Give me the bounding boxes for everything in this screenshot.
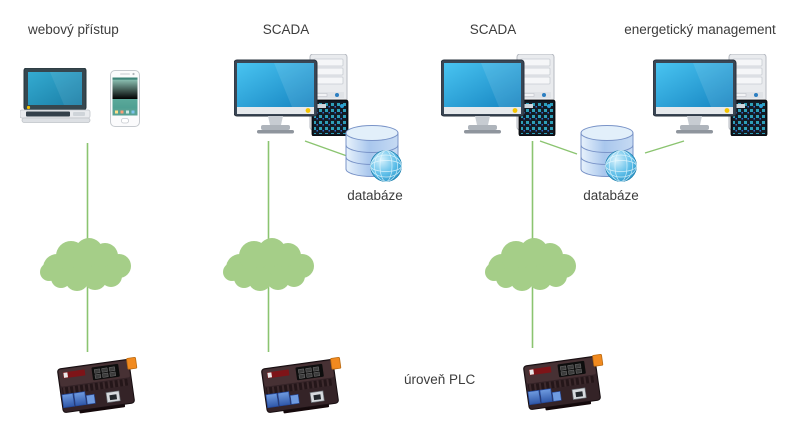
control-keypad-icon: [518, 99, 556, 136]
label-energy-management: energetický management: [624, 22, 776, 37]
monitor-icon: [234, 59, 318, 134]
label-scada-1: SCADA: [262, 22, 310, 37]
label-database-1: databáze: [347, 188, 403, 203]
line-scada1-to-db1: [304, 140, 348, 157]
line-energy-to-db2: [644, 140, 685, 154]
monitor-icon: [653, 59, 737, 134]
label-web-access: webový přístup: [28, 22, 119, 37]
label-scada-2: SCADA: [469, 22, 517, 37]
cloud-icon-3: [485, 238, 576, 291]
control-keypad-icon: [730, 99, 768, 136]
label-plc-level: úroveň PLC: [404, 372, 476, 387]
control-keypad-icon: [311, 99, 349, 136]
workstation-icon-scada-1: [234, 54, 349, 136]
workstation-icon-energy: [653, 54, 768, 136]
line-scada2-to-db2: [539, 140, 578, 155]
database-globe-icon-1: [345, 125, 402, 182]
plc-device-icon-2: [261, 356, 342, 414]
cloud-icon-2: [223, 238, 314, 291]
workstation-icon-scada-2: [441, 54, 556, 136]
cloud-icon-1: [40, 238, 131, 291]
laptop-icon: [20, 68, 91, 123]
smartphone-icon: [110, 70, 140, 127]
label-database-2: databáze: [583, 188, 639, 203]
database-globe-icon-2: [580, 125, 637, 182]
monitor-icon: [441, 59, 525, 134]
plc-device-icon-1: [57, 356, 138, 414]
plc-device-icon-3: [523, 353, 604, 411]
